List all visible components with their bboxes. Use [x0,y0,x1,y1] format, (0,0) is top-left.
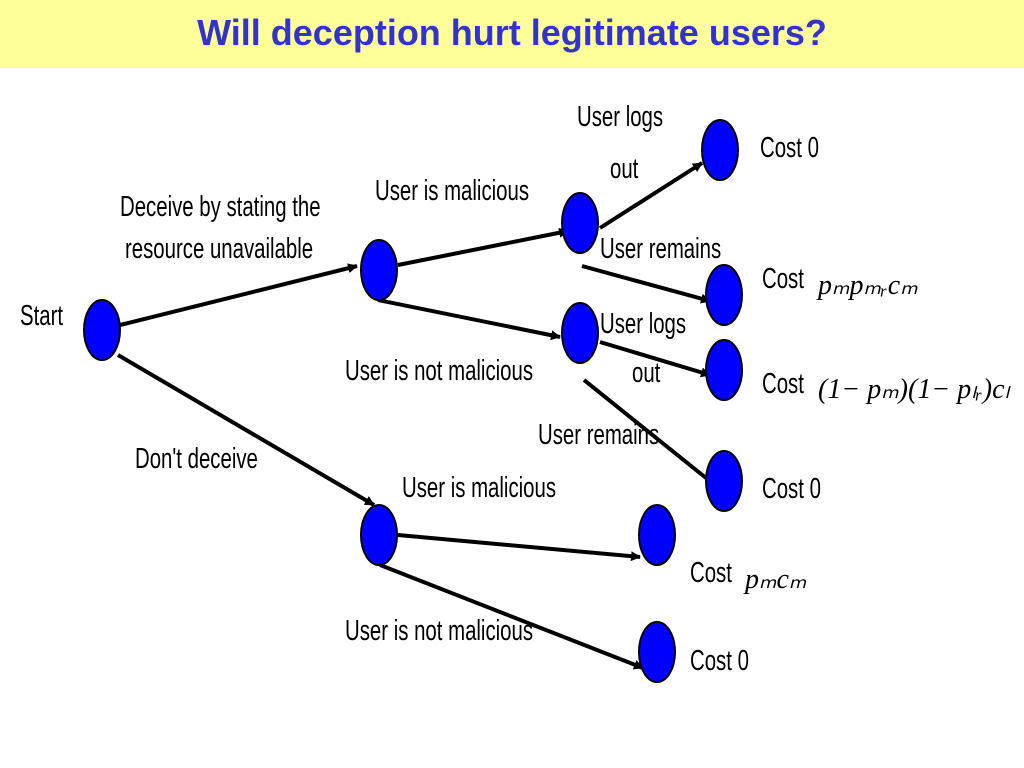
edge-dont-deceive-not-malicious [379,563,644,670]
node-outcome-4 [705,450,743,512]
edge-not-malicious-remains [582,378,718,488]
label-dont-deceive: Don't deceive [135,443,258,475]
label-logs-out-2b: out [632,357,660,389]
cost-1: Cost 0 [760,132,819,164]
label-malicious-bottom: User is malicious [402,472,556,504]
edge-not-malicious-logs-out [599,340,711,378]
node-start [83,299,121,361]
label-remains-2: User remains [538,419,659,451]
label-deceive-line1: Deceive by stating the [120,191,321,223]
label-deceive-line2: resource unavailable [125,233,313,265]
edge-start-dont-deceive [116,353,376,507]
cost-2-word: Cost [762,263,804,295]
node-deceive-malicious [561,192,599,254]
node-outcome-6 [638,621,676,683]
edge-malicious-remains [581,264,711,304]
cost-5-word: Cost [690,557,732,589]
edge-malicious-logs-out [598,161,704,230]
label-logs-out-1a: User logs [577,101,663,133]
title-bar: Will deception hurt legitimate users? [0,0,1024,68]
edges [116,161,718,670]
label-remains-1: User remains [600,233,721,265]
label-logs-out-2a: User logs [600,308,686,340]
label-start: Start [20,300,63,332]
nodes [83,119,743,683]
page-title: Will deception hurt legitimate users? [197,12,827,53]
edge-dont-deceive-malicious [397,533,641,562]
label-malicious-top: User is malicious [375,175,529,207]
branch-labels: Start Deceive by stating the resource un… [20,101,721,647]
cost-3-expression: (1− pₘ)(1− pₗᵣ)cₗ [818,374,1011,405]
node-outcome-5 [638,504,676,566]
node-deceive-not-malicious [561,302,599,364]
edge-deceive-not-malicious [377,298,561,341]
label-not-malicious-bottom: User is not malicious [345,615,533,647]
cost-4: Cost 0 [762,473,821,505]
node-deceive [360,239,398,301]
cost-5-expression: pₘcₘ [743,564,807,595]
node-outcome-3 [705,339,743,401]
cost-3-word: Cost [762,368,804,400]
node-outcome-2 [705,264,743,326]
node-outcome-1 [701,119,739,181]
label-not-malicious-top: User is not malicious [345,355,533,387]
cost-6: Cost 0 [690,645,749,677]
edge-start-deceive [119,263,358,327]
cost-2-expression: pₘpₘᵣcₘ [816,270,918,301]
edge-deceive-malicious [397,227,569,267]
label-logs-out-1b: out [610,153,638,185]
node-dont-deceive [360,504,398,566]
outcome-costs: Cost 0 Cost pₘpₘᵣcₘ Cost (1− pₘ)(1− pₗᵣ)… [690,132,1011,677]
